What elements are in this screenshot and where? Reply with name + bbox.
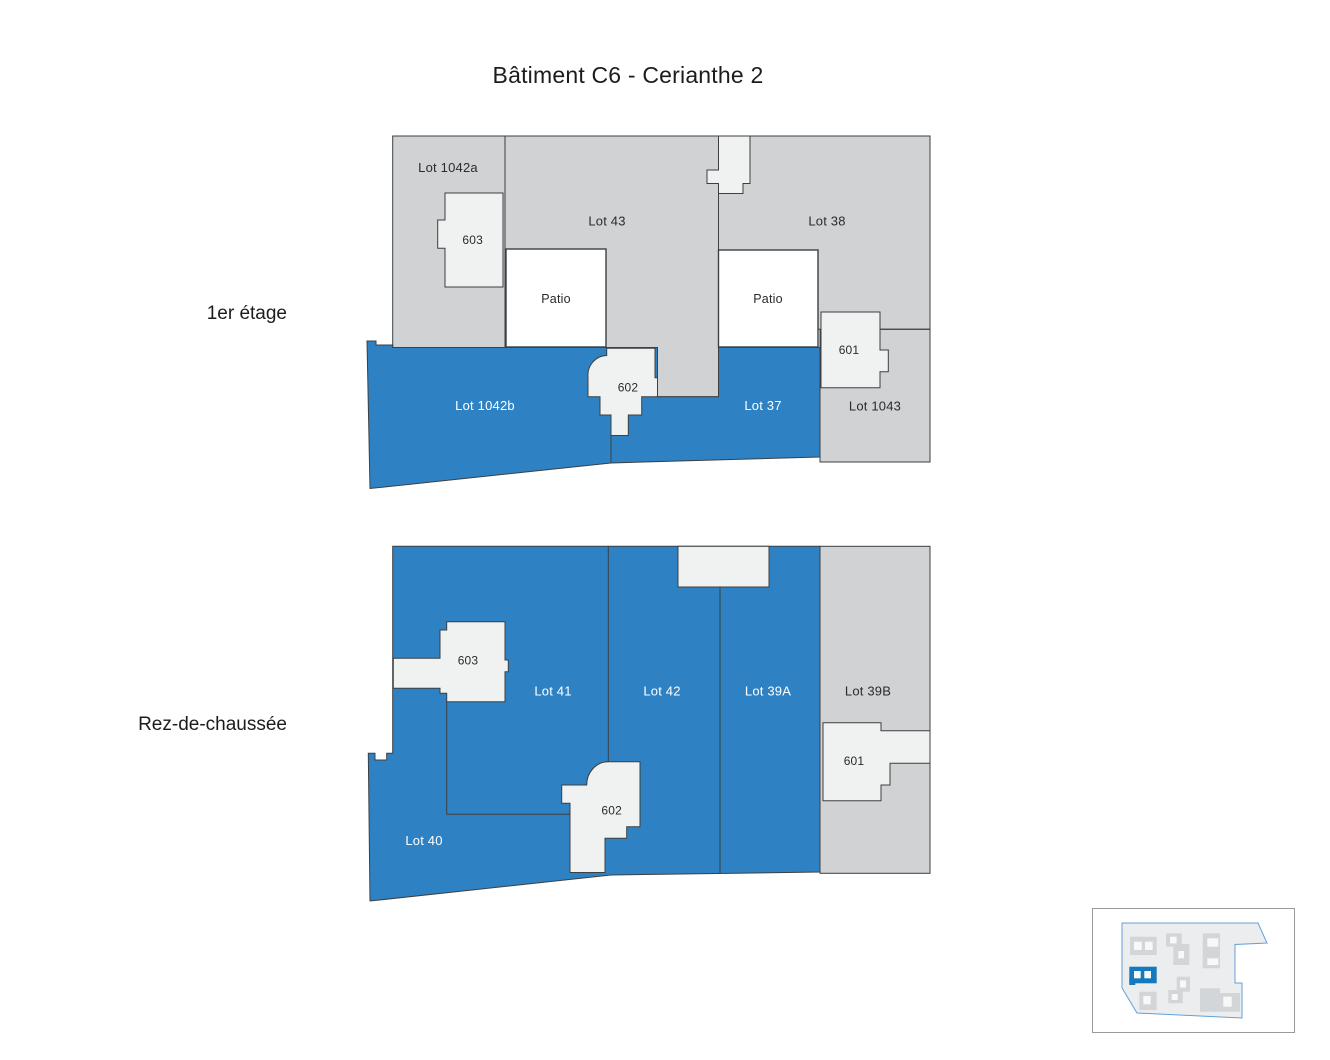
patio-area-west bbox=[505, 248, 607, 348]
lot-label-37: Lot 37 bbox=[744, 398, 781, 413]
lot-region-39b[interactable] bbox=[819, 545, 931, 874]
lot-label-1042a: Lot 1042a bbox=[418, 160, 478, 175]
minimap bbox=[1092, 908, 1295, 1033]
lot-label-38: Lot 38 bbox=[808, 214, 845, 229]
lot-label-1042b: Lot 1042b bbox=[455, 398, 515, 413]
patio-label-west: Patio bbox=[541, 292, 571, 306]
patio-label-east: Patio bbox=[753, 292, 783, 306]
minimap-building-d bbox=[1168, 976, 1190, 1004]
lot-label-43: Lot 43 bbox=[588, 214, 625, 229]
minimap-building-e bbox=[1202, 933, 1220, 969]
lot-label-42: Lot 42 bbox=[643, 684, 680, 699]
lot-label-39a: Lot 39A bbox=[745, 684, 791, 699]
room-label-603-level-1: 603 bbox=[462, 233, 483, 247]
minimap-building-f bbox=[1200, 988, 1240, 1012]
room-label-602-level-1: 602 bbox=[618, 381, 639, 395]
minimap-highlighted-building[interactable] bbox=[1129, 966, 1157, 985]
room-603-ground bbox=[392, 621, 509, 703]
room-602-level-1 bbox=[587, 347, 658, 436]
room-label-601-level-1: 601 bbox=[839, 343, 860, 357]
lot-region-1042b[interactable] bbox=[366, 340, 821, 490]
minimap-building-b bbox=[1139, 991, 1157, 1010]
room-601-level-1 bbox=[820, 311, 889, 389]
patio-area-east bbox=[717, 249, 819, 348]
lot-label-39b: Lot 39B bbox=[845, 684, 891, 699]
room-label-602-ground: 602 bbox=[601, 804, 622, 818]
lot-label-41: Lot 41 bbox=[534, 684, 571, 699]
room-label-601-ground: 601 bbox=[844, 754, 865, 768]
floor-label-ground: Rez-de-chaussée bbox=[138, 714, 287, 735]
room-label-603-ground: 603 bbox=[458, 654, 479, 668]
lot-label-1043: Lot 1043 bbox=[849, 399, 901, 414]
lot-label-40: Lot 40 bbox=[405, 833, 442, 848]
plan-level-1: Lot 1042a Lot 43 Lot 38 Patio Patio 603 … bbox=[366, 135, 931, 490]
room-602-ground bbox=[561, 761, 641, 873]
minimap-building-a bbox=[1130, 936, 1157, 955]
page-title: Bâtiment C6 - Cerianthe 2 bbox=[492, 62, 764, 88]
plan-ground: 603 Lot 41 Lot 42 Lot 39A Lot 39B Lot 40… bbox=[367, 545, 931, 902]
entry-block bbox=[677, 545, 770, 588]
floor-label-level-1: 1er étage bbox=[206, 303, 287, 324]
room-601-ground bbox=[822, 722, 931, 802]
minimap-building-c bbox=[1166, 933, 1190, 965]
room-603-level-1 bbox=[437, 192, 504, 288]
chimney-shape bbox=[706, 135, 751, 194]
